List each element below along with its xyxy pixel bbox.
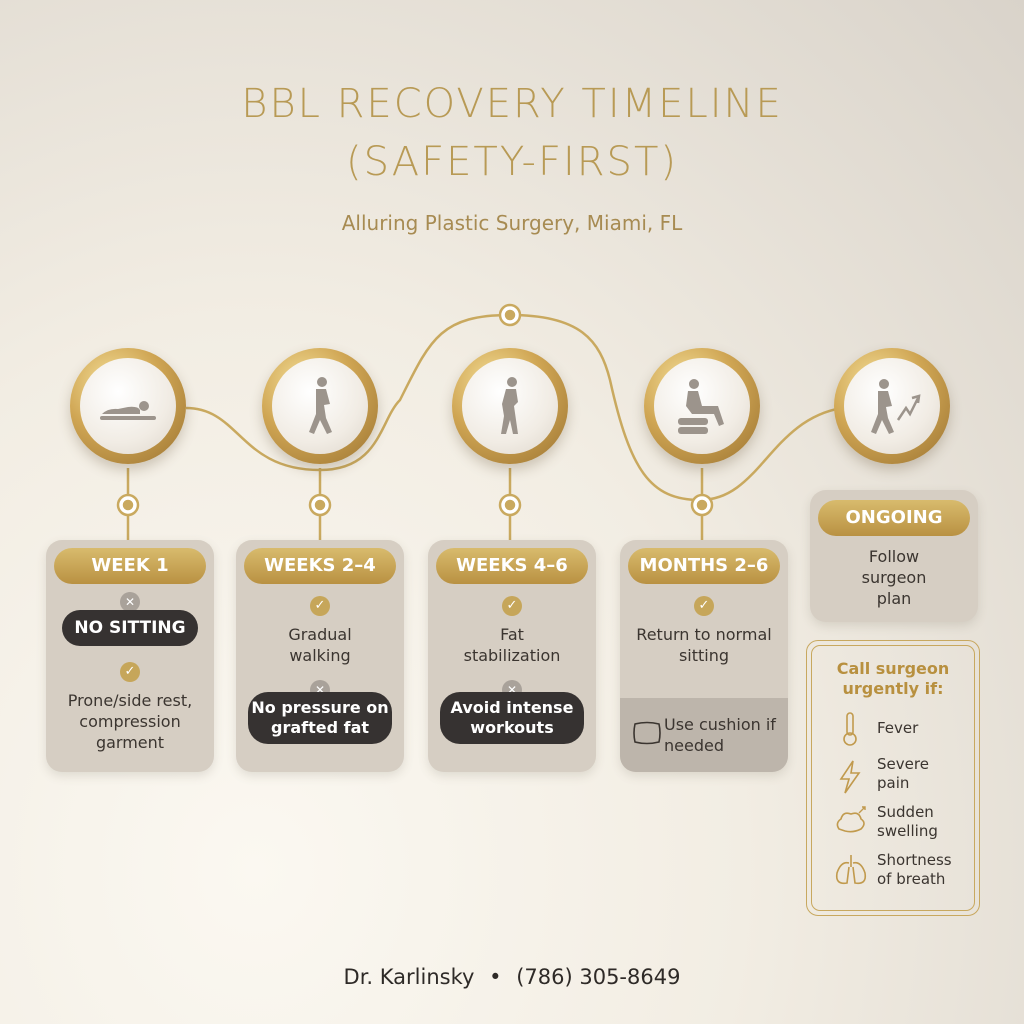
stage4-do: Return to normal sitting — [636, 625, 772, 665]
page-subtitle: Alluring Plastic Surgery, Miami, FL — [341, 211, 683, 235]
check-icon: ✓ — [502, 596, 522, 616]
swelling-icon — [836, 806, 866, 833]
stage1-do: Prone/side rest, compression garment — [67, 691, 193, 752]
stage2-card: WEEKS 2–4 ✓ Gradual walking ✕ No pressur… — [236, 540, 404, 772]
stage2-medallion — [262, 348, 378, 464]
cross-icon: ✕ — [120, 592, 140, 612]
standing-icon — [501, 377, 518, 434]
stage4-label: MONTHS 2–6 — [628, 548, 780, 584]
alert-item-breath: Shortness of breath — [877, 851, 952, 888]
urgent-warning-heading: Call surgeon urgently if: — [836, 659, 950, 698]
stage3-dont: Avoid intense workouts — [440, 692, 584, 744]
stage4-note-panel: Use cushion if needed — [620, 698, 788, 772]
stage3-medallion — [452, 348, 568, 464]
stage4-note: Use cushion if needed — [664, 715, 776, 755]
footer-contact: Dr. Karlinsky • (786) 305-8649 — [0, 965, 1024, 989]
thermometer-icon — [843, 712, 857, 746]
urgent-warning-box: Call surgeon urgently if: Fever Severe p… — [806, 640, 980, 916]
stage5-card: ONGOING Follow surgeon plan — [810, 490, 978, 622]
page-title-line1: BBL RECOVERY TIMELINE — [241, 81, 783, 127]
lying-prone-icon — [100, 401, 156, 420]
alert-item-fever: Fever — [877, 719, 919, 737]
footer-separator: • — [489, 965, 502, 989]
stage3-label: WEEKS 4–6 — [436, 548, 588, 584]
stage1-label: WEEK 1 — [54, 548, 206, 584]
check-icon: ✓ — [694, 596, 714, 616]
stage2-do: Gradual walking — [288, 625, 352, 665]
check-icon: ✓ — [120, 662, 140, 682]
stage5-medallion — [834, 348, 950, 464]
walking-icon — [309, 377, 332, 434]
page-title-line2: (SAFETY-FIRST) — [346, 139, 678, 185]
stage1-dont: NO SITTING — [62, 610, 198, 646]
sitting-cushion-icon — [678, 379, 724, 434]
stage1-card: WEEK 1 ✕ NO SITTING ✓ Prone/side rest, c… — [46, 540, 214, 772]
alert-item-swelling: Sudden swelling — [877, 803, 938, 840]
stage4-medallion — [644, 348, 760, 464]
stage3-card: WEEKS 4–6 ✓ Fat stabilization ✕ Avoid in… — [428, 540, 596, 772]
lightning-icon — [839, 760, 861, 794]
walking-progress-icon — [871, 379, 921, 434]
doctor-name: Dr. Karlinsky — [343, 965, 475, 989]
stage4-card: MONTHS 2–6 ✓ Return to normal sitting Us… — [620, 540, 788, 772]
stage1-medallion — [70, 348, 186, 464]
lungs-icon — [835, 855, 867, 885]
phone-number[interactable]: (786) 305-8649 — [516, 965, 681, 989]
stage5-text: Follow surgeon plan — [861, 547, 927, 608]
stage3-do: Fat stabilization — [463, 625, 561, 665]
stage5-label: ONGOING — [818, 500, 970, 536]
stage2-dont: No pressure on grafted fat — [248, 692, 392, 744]
check-icon: ✓ — [310, 596, 330, 616]
stage2-label: WEEKS 2–4 — [244, 548, 396, 584]
alert-item-pain: Severe pain — [877, 755, 929, 792]
cushion-icon — [633, 721, 661, 745]
